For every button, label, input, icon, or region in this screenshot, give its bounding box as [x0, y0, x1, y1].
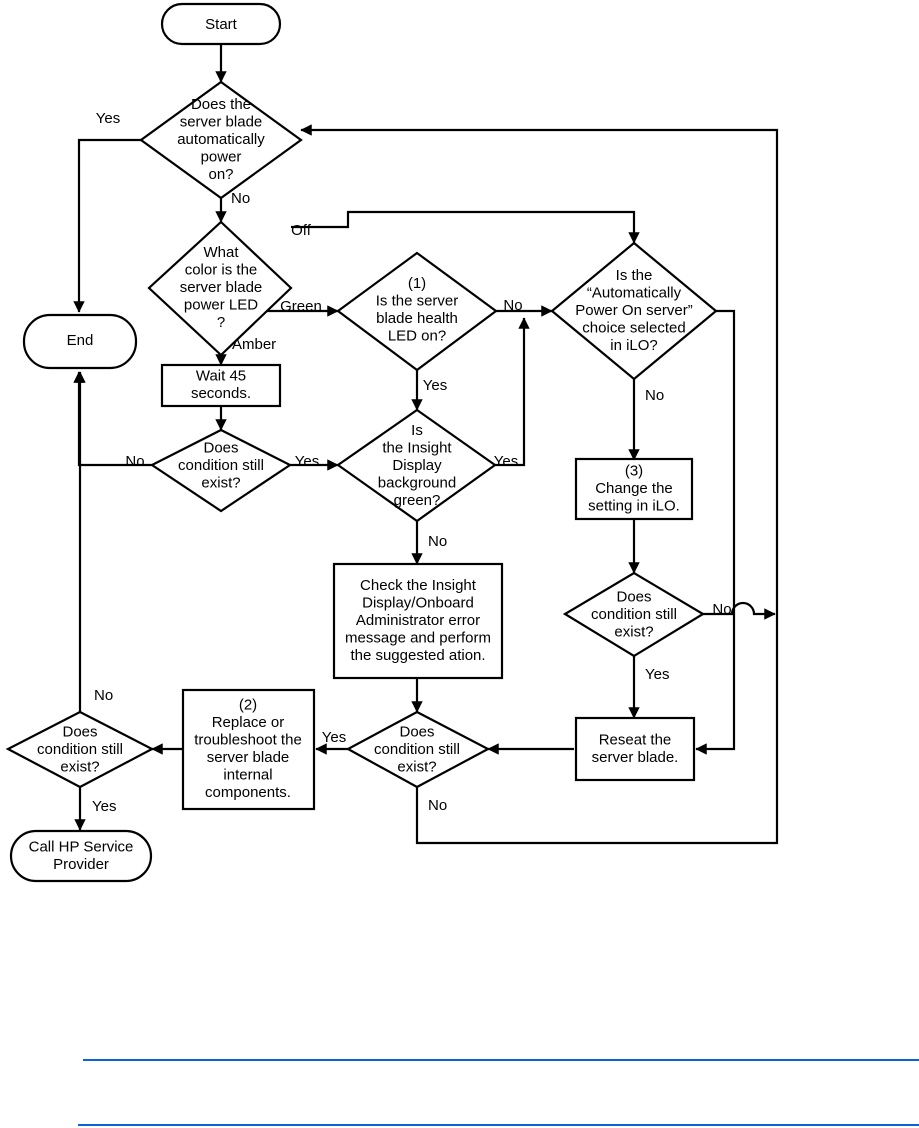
edge-label-health-led-yes: Yes: [423, 377, 447, 394]
edge-cond-right-no-to-outer-rail: [703, 601, 776, 620]
edge-label-cond-bottom-left-no: No: [94, 687, 113, 704]
footer-rule-1: [83, 1059, 919, 1061]
edge-label-cond-bottom-left-yes: Yes: [92, 798, 116, 815]
edge-label-cond-left-mid-yes: Yes: [295, 453, 319, 470]
edge-label-cond-right-yes: Yes: [645, 666, 669, 683]
node-end[interactable]: End: [22, 313, 138, 370]
node-end-label: End: [67, 332, 94, 349]
edge-label-led-off: Off: [291, 222, 312, 239]
edge-label-led-amber: Amber: [232, 336, 276, 353]
edge-label-health-led-no: No: [503, 297, 522, 314]
edge-cond-left-mid-no-to-end: [73, 371, 152, 467]
edge-label-auto-power-no: No: [231, 190, 250, 207]
edge-insight-green-yes-to-ilo-choice: [495, 317, 530, 467]
edge-ilo-choice-yes-to-reseat: [695, 309, 736, 755]
edge-label-insight-green-no: No: [428, 533, 447, 550]
node-start[interactable]: Start: [160, 2, 282, 46]
footer-rule-2: [78, 1124, 919, 1126]
edge-auto-power-yes-to-end: [73, 138, 141, 313]
edge-cond-center-bottom-no-to-auto-power: [300, 124, 779, 845]
edge-label-insight-green-yes: Yes: [494, 453, 518, 470]
edge-label-auto-power-yes: Yes: [96, 110, 120, 127]
edge-led-off-to-ilo-choice: [291, 210, 640, 244]
edge-label-cond-left-mid-no: No: [125, 453, 144, 470]
edge-label-ilo-choice-no: No: [645, 387, 664, 404]
node-start-label: Start: [205, 16, 238, 33]
edge-label-cond-center-bottom-yes: Yes: [322, 729, 346, 746]
edge-label-led-green: Green: [280, 298, 322, 315]
edge-label-cond-right-no: No: [712, 601, 731, 618]
edge-label-cond-center-bottom-no: No: [428, 797, 447, 814]
